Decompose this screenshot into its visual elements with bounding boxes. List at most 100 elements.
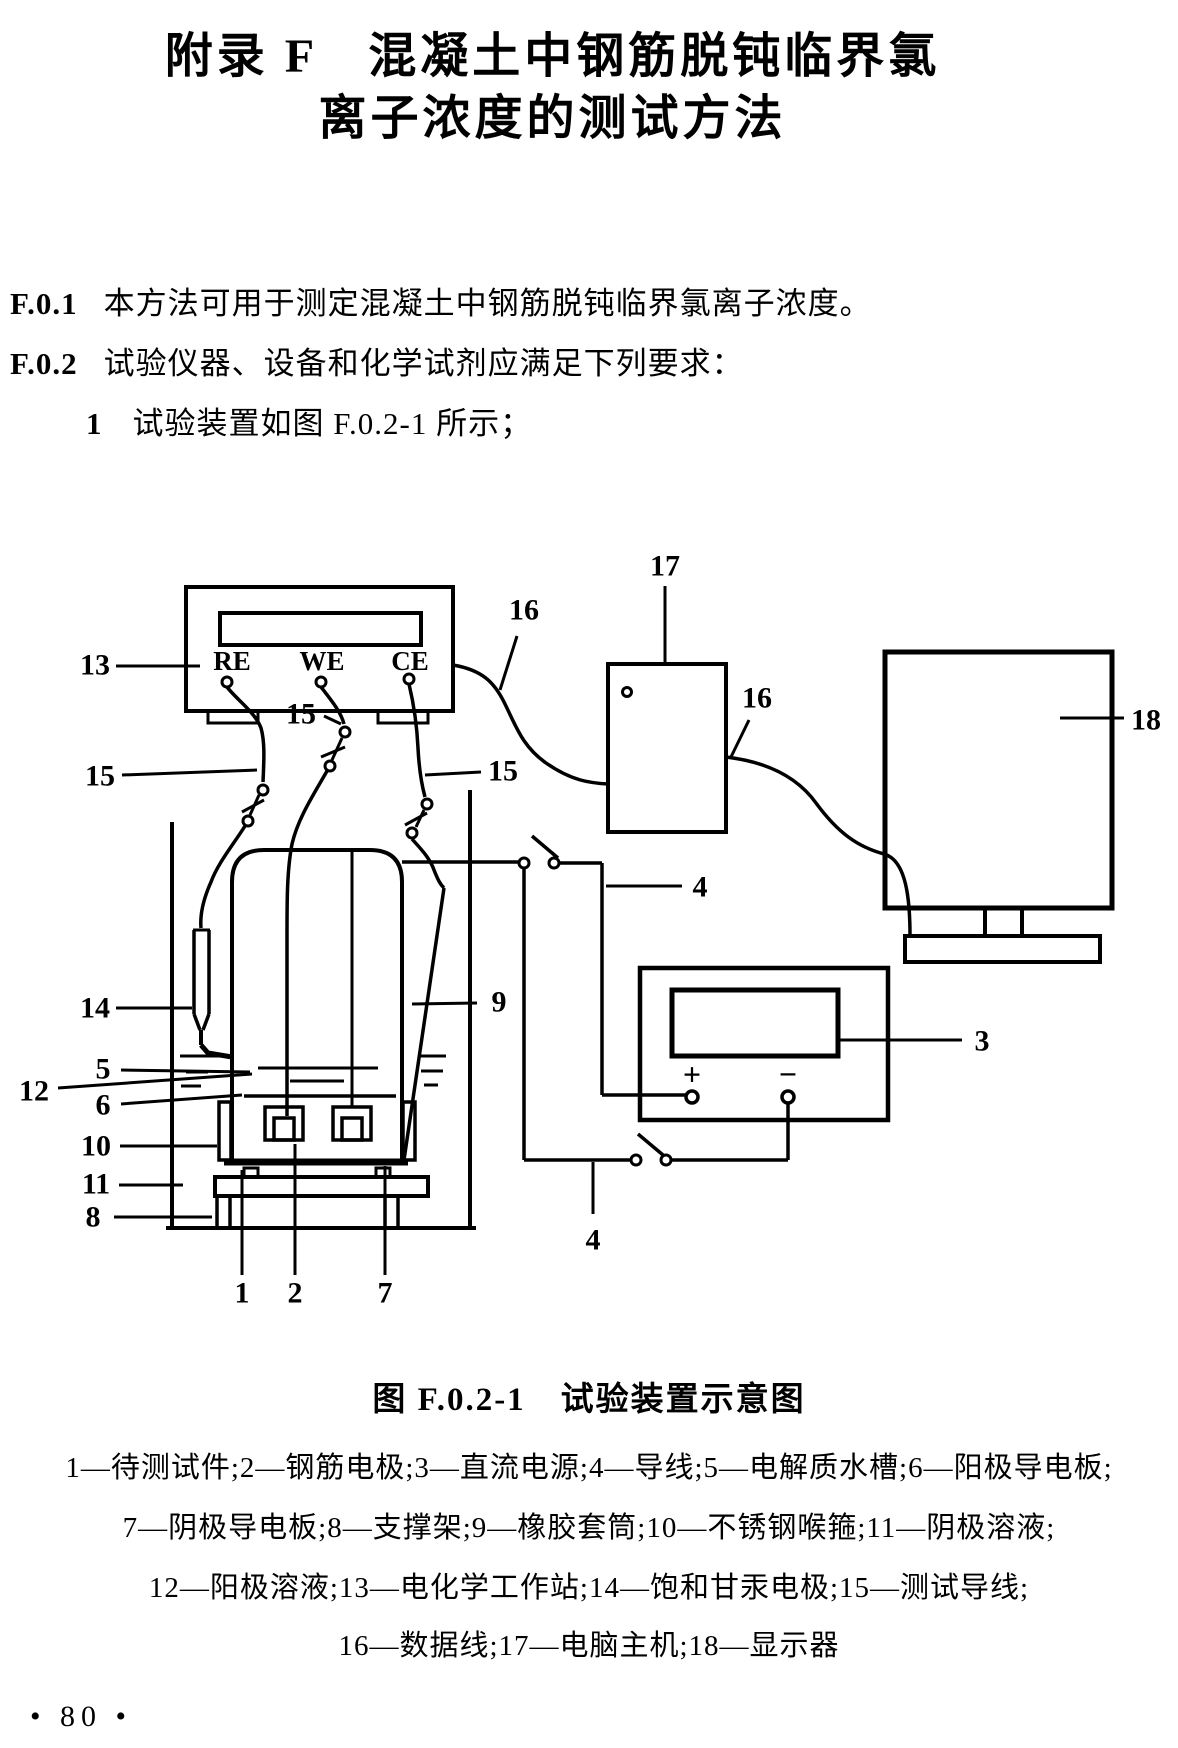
ce-clip-top bbox=[420, 797, 434, 811]
label-1: 1 bbox=[235, 1170, 250, 1310]
terminal-ce bbox=[402, 672, 416, 686]
label-4-upper: 4 bbox=[606, 871, 708, 904]
label-12-text: 12 bbox=[19, 1075, 49, 1108]
rebar-clamp-left bbox=[263, 1105, 305, 1142]
clause-f01-text: 本方法可用于测定混凝土中钢筋脱钝临界氯离子浓度。 bbox=[103, 286, 872, 321]
label-2-text: 2 bbox=[288, 1277, 303, 1310]
psu-minus-label: − bbox=[779, 1056, 797, 1092]
water-level-marks bbox=[180, 1054, 446, 1088]
label-6-leader bbox=[120, 1093, 243, 1106]
label-16b-leader bbox=[729, 719, 751, 758]
terminal-we bbox=[314, 675, 328, 689]
label-18-text: 18 bbox=[1131, 704, 1161, 737]
label-12-leader bbox=[57, 1072, 253, 1090]
page-title: 附录 F 混凝土中钢筋脱钝临界氯 离子浓度的测试方法 bbox=[0, 26, 1105, 150]
monitor-screen bbox=[882, 649, 1115, 911]
data-cable-16a bbox=[452, 663, 609, 786]
support-stand-8 bbox=[213, 1166, 430, 1230]
label-17: 17 bbox=[650, 550, 680, 662]
anode-solution-marks-12 bbox=[244, 1066, 396, 1098]
terminal-label-ce: CE bbox=[391, 646, 429, 676]
rebar-right bbox=[340, 1116, 364, 1142]
anode-lead-wire-4 bbox=[402, 834, 686, 1097]
ce-clip-cross bbox=[404, 811, 428, 827]
figure-caption: 图 F.0.2-1 试验装置示意图 bbox=[372, 1382, 806, 1418]
label-7-text: 7 bbox=[378, 1277, 393, 1310]
we-wire-lower bbox=[285, 770, 329, 1116]
lower-switch-lever bbox=[636, 1132, 665, 1157]
upper-switch-contact-right bbox=[547, 856, 561, 870]
label-15-right-text: 15 bbox=[488, 755, 518, 788]
figure-legend-line-2: 7—阴极导电板;8—支撑架;9—橡胶套筒;10—不锈钢喉箍;11—阴极溶液; bbox=[122, 1512, 1056, 1544]
label-18: 18 bbox=[1060, 704, 1161, 737]
support-leg-left bbox=[215, 1194, 232, 1230]
label-4-upper-text: 4 bbox=[693, 871, 708, 904]
ce-wire-lower bbox=[410, 837, 446, 890]
hose-clamps-10 bbox=[217, 1100, 417, 1162]
label-5-text: 5 bbox=[96, 1053, 111, 1086]
label-17-text: 17 bbox=[650, 550, 680, 583]
clause-f01: F.0.1 本方法可用于测定混凝土中钢筋脱钝临界氯离子浓度。 bbox=[10, 278, 1170, 323]
test-wire-we bbox=[285, 685, 352, 1116]
label-15-middle-text: 15 bbox=[286, 698, 316, 731]
re-wire-upper bbox=[225, 685, 266, 783]
label-9-leader bbox=[411, 1001, 478, 1006]
label-4-lower: 4 bbox=[586, 1162, 601, 1257]
dc-power-supply-3: + − bbox=[637, 965, 891, 1123]
list-item-1-number: 1 bbox=[86, 406, 103, 441]
calomel-taper-right bbox=[201, 1013, 211, 1031]
label-16a: 16 bbox=[498, 594, 539, 691]
label-16b-text: 16 bbox=[742, 682, 772, 715]
label-11: 11 bbox=[82, 1168, 183, 1201]
support-leg-right bbox=[383, 1194, 400, 1230]
calomel-electrode-14 bbox=[192, 928, 233, 1060]
label-8-text: 8 bbox=[86, 1201, 101, 1234]
workstation-body bbox=[184, 585, 455, 713]
clause-f02-number: F.0.2 bbox=[10, 346, 78, 381]
label-5: 5 bbox=[96, 1053, 251, 1086]
label-15-right-leader bbox=[424, 770, 482, 777]
label-15-middle-leader bbox=[323, 714, 342, 726]
label-15-left-text: 15 bbox=[85, 760, 115, 793]
terminal-label-we: WE bbox=[299, 646, 344, 676]
ce-wire-upper bbox=[407, 683, 427, 798]
re-clip-top bbox=[256, 783, 270, 797]
label-9-text: 9 bbox=[492, 986, 507, 1019]
ce-clip-bottom bbox=[405, 826, 419, 840]
we-clip-cross bbox=[320, 745, 346, 759]
upper-switch-lever bbox=[530, 834, 560, 860]
cathode-lead-wire-4 bbox=[522, 868, 790, 1167]
label-16b: 16 bbox=[729, 682, 772, 758]
re-wire-lower bbox=[199, 825, 247, 929]
we-clip-bottom bbox=[323, 759, 337, 773]
title-line-1: 附录 F 混凝土中钢筋脱钝临界氯 bbox=[164, 30, 941, 83]
terminal-label-re: RE bbox=[213, 646, 251, 676]
workstation-foot-left bbox=[206, 709, 260, 725]
figure-legend-line-3: 12—阳极溶液;13—电化学工作站;14—饱和甘汞电极;15—测试导线; bbox=[148, 1572, 1030, 1604]
label-15-left: 15 bbox=[85, 760, 258, 793]
clause-f01-number: F.0.1 bbox=[10, 286, 78, 321]
label-1-text: 1 bbox=[235, 1277, 250, 1310]
label-3: 3 bbox=[838, 1025, 990, 1058]
psu-plus-label: + bbox=[683, 1056, 701, 1092]
workstation-display bbox=[218, 611, 423, 647]
page-number: • 80 • bbox=[30, 1700, 133, 1733]
label-15-right: 15 bbox=[424, 755, 518, 788]
label-7: 7 bbox=[378, 1166, 393, 1310]
title-line-2: 离子浓度的测试方法 bbox=[318, 92, 787, 145]
support-rail bbox=[213, 1175, 430, 1198]
label-10-text: 10 bbox=[81, 1130, 111, 1163]
computer-tower-17 bbox=[606, 662, 728, 834]
label-10: 10 bbox=[81, 1130, 217, 1163]
calomel-taper-left bbox=[192, 1013, 202, 1031]
label-11-text: 11 bbox=[82, 1168, 110, 1201]
tower-body bbox=[606, 662, 728, 834]
label-5-leader bbox=[120, 1068, 251, 1074]
label-14-text: 14 bbox=[80, 992, 110, 1025]
label-16a-leader bbox=[498, 635, 519, 691]
workstation-foot-right bbox=[376, 709, 430, 725]
rubber-sleeve-9 bbox=[230, 848, 404, 1162]
test-wire-ce bbox=[402, 683, 446, 1161]
